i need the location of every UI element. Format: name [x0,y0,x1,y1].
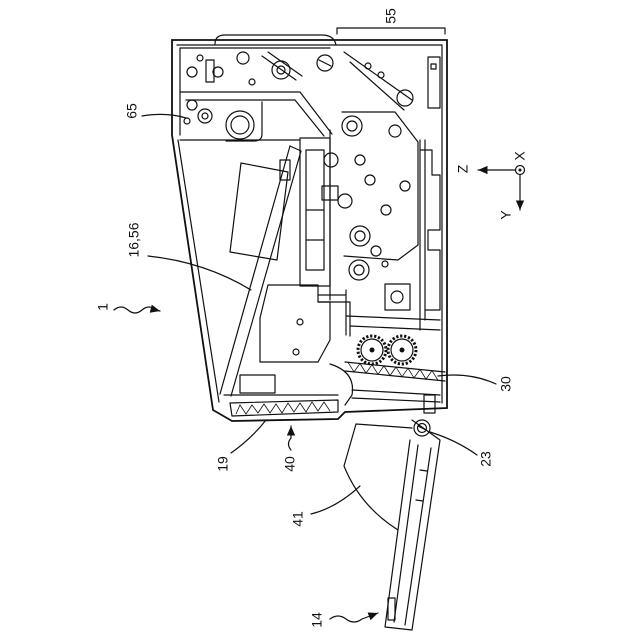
axis-x-label: X [512,151,528,161]
roller-top-a [237,52,249,64]
arrow-40 [289,426,292,450]
roller-65-outer [226,111,254,139]
plate-16-56-back [231,151,301,396]
paper-sheet [230,163,288,260]
roller-c1 [324,153,338,167]
fuser-roller-a [342,116,362,136]
cartridge-outer [300,138,330,286]
belt-teeth [348,362,438,380]
gear-left-hub [370,348,375,353]
roller-c8 [371,246,381,256]
label-14: 14 [309,612,325,628]
right-vertical-rail [420,140,425,330]
arm-top [344,52,412,110]
label-19: 19 [215,456,231,472]
sensor-roller [391,291,403,303]
bottom-guide-curve [330,364,353,405]
cartridge-rib [306,210,324,240]
label-40: 40 [282,456,298,472]
roller-top-d [187,67,197,77]
lower-block [240,375,275,393]
cartridge-rail [318,130,350,336]
roller-c4 [400,181,410,191]
plate-16-56-top [290,146,301,151]
drum-b [349,260,369,280]
arm-pin-a [365,63,371,69]
fuser-plate [342,112,418,260]
roller-c3 [389,125,401,137]
drum-a [350,226,370,246]
roller-top-c-slot [319,60,331,66]
axis-z-label: Z [455,164,471,173]
laser-unit [260,285,330,362]
roller-c5 [365,175,375,185]
label-16-56: 16,56 [126,222,142,257]
top-right-bracket [428,57,440,108]
tray-tab [388,598,395,620]
fuser-roller-a-inner [347,121,357,131]
mid-rails [346,316,440,330]
drum-a-inner [355,231,365,241]
label-55: 55 [383,8,399,24]
label-30: 30 [498,376,514,392]
cover-41-outline [344,424,412,530]
axis-y-label: Y [498,210,514,220]
leader-lines [114,114,496,622]
laser-unit-pin-b [293,349,299,355]
paper-cassette [230,400,338,416]
roller-c7 [338,194,352,208]
sensor-box [385,284,410,310]
laser-unit-pin-a [297,319,303,325]
hinge-bracket [424,395,435,413]
roller-small-b-hub [202,113,208,119]
plate-16-56-front [220,146,290,394]
arm-pin-b [378,72,384,78]
drum-b-inner [354,265,364,275]
cassette-hatch [236,402,330,414]
leader-41 [311,486,360,514]
manual-feed-tray-14 [385,420,440,630]
leader-19 [231,420,266,453]
roller-65-inner [231,116,249,134]
top-right-bracket-slot [431,64,436,69]
gear-right-hub [400,348,405,353]
arm-roller [397,90,413,106]
arrow-1 [114,307,160,313]
leader-23 [430,432,477,455]
pin-top-a [197,55,203,61]
bracket-55 [337,28,445,34]
reference-labels: 55 65 16,56 1 30 23 19 40 41 14 [95,8,514,628]
label-1: 1 [95,303,111,311]
pin-c9 [382,261,388,267]
tray-cover-41 [344,424,412,530]
image-forming-section [324,52,440,330]
coordinate-axes: Z X Y [455,151,528,220]
axis-x-dot [519,169,522,172]
roller-c6 [381,205,391,215]
label-65: 65 [124,103,140,119]
belt-bottom-edge [345,371,445,381]
top-unit [180,35,336,141]
bottom-rails [352,390,440,402]
label-23: 23 [478,451,494,467]
arrow-14 [330,613,378,622]
right-staircase-rail [420,150,440,310]
roller-small-b [198,109,212,123]
roller-small-a [187,100,197,110]
roller-small-c [184,118,190,124]
pin-top-b [249,79,255,85]
roller-c2 [355,155,365,165]
cartridge-column [300,130,350,336]
leader-16-56 [148,256,251,290]
label-41: 41 [290,511,306,527]
